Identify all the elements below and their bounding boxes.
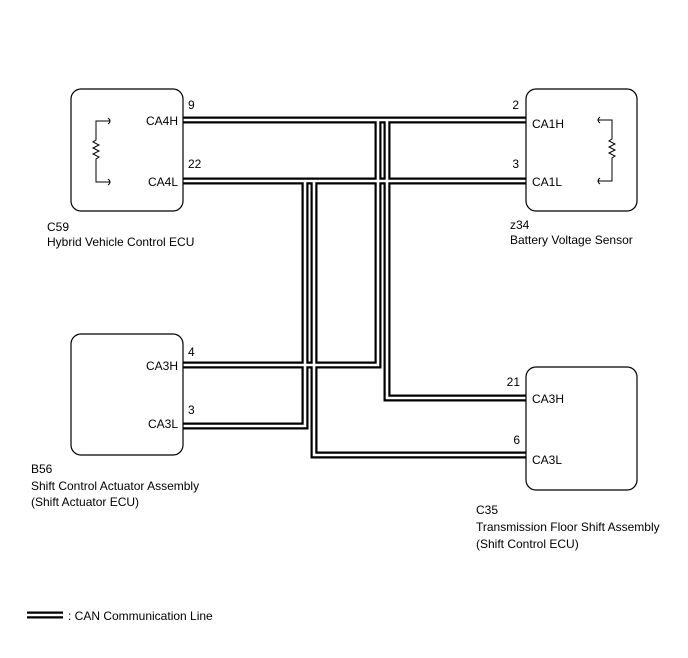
sensor-box xyxy=(525,88,638,212)
component-transmission-floor-shift: CA3H CA3L 21 6 C35 Transmission Floor Sh… xyxy=(476,366,660,551)
can-wiring xyxy=(183,116,526,459)
component-name-line1: Transmission Floor Shift Assembly xyxy=(476,520,660,534)
pin-label-ca4l: CA4L xyxy=(148,175,178,189)
component-name: Hybrid Vehicle Control ECU xyxy=(47,235,194,249)
legend: : CAN Communication Line xyxy=(27,609,213,623)
component-code: C35 xyxy=(476,503,498,517)
can-line-b56-ca3h xyxy=(183,120,382,369)
component-code: C59 xyxy=(47,220,69,234)
component-name-line2: (Shift Control ECU) xyxy=(476,537,579,551)
actuator-box xyxy=(70,333,184,456)
pin-label-ca3l: CA3L xyxy=(148,417,178,431)
component-name-line2: (Shift Actuator ECU) xyxy=(31,495,139,509)
ecu-box xyxy=(70,88,184,212)
legend-label: : CAN Communication Line xyxy=(68,609,213,623)
component-code: B56 xyxy=(31,462,53,476)
can-line-b56-ca3l xyxy=(183,181,309,430)
pin-label-ca3h: CA3H xyxy=(532,392,564,406)
can-line-c35-ca3l xyxy=(310,181,526,459)
component-name-line1: Shift Control Actuator Assembly xyxy=(31,479,199,493)
pin-label-ca4h: CA4H xyxy=(146,114,178,128)
component-battery-voltage-sensor: CA1H CA1L 2 3 z34 Battery Voltage Sensor xyxy=(510,88,638,247)
pin-number-9: 9 xyxy=(188,98,195,112)
pin-label-ca3h: CA3H xyxy=(146,359,178,373)
component-hv-control-ecu: CA4H CA4L 9 22 C59 Hybrid Vehicle Contro… xyxy=(47,88,202,249)
termination-resistor-icon xyxy=(91,117,111,186)
pin-label-ca3l: CA3L xyxy=(532,453,562,467)
pin-label-ca1h: CA1H xyxy=(532,117,564,131)
pin-number-22: 22 xyxy=(188,157,202,171)
pin-number-21: 21 xyxy=(507,375,521,389)
pin-number-4: 4 xyxy=(188,345,195,359)
can-line-c35-ca3h xyxy=(383,120,526,402)
floor-shift-box xyxy=(525,366,638,491)
component-shift-control-actuator: CA3H CA3L 4 3 B56 Shift Control Actuator… xyxy=(31,333,199,509)
component-code: z34 xyxy=(510,218,530,232)
pin-number-3: 3 xyxy=(512,157,519,171)
pin-number-2: 2 xyxy=(512,98,519,112)
pin-label-ca1l: CA1L xyxy=(532,175,562,189)
pin-number-3: 3 xyxy=(188,403,195,417)
component-name: Battery Voltage Sensor xyxy=(510,233,633,247)
termination-resistor-icon xyxy=(597,116,617,185)
pin-number-6: 6 xyxy=(513,433,520,447)
